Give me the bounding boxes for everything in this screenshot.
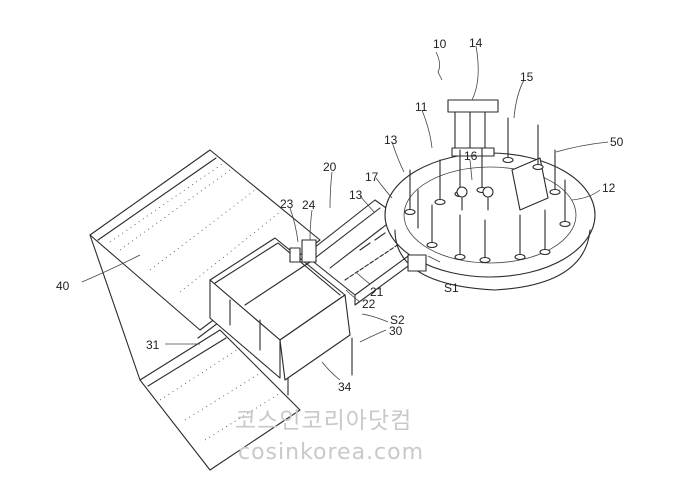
label-11: 11 <box>415 100 428 114</box>
label-17: 17 <box>365 170 379 184</box>
press-14 <box>447 99 499 157</box>
label-30: 30 <box>389 324 403 338</box>
label-12: 12 <box>602 181 616 195</box>
reference-labels: 10 14 15 11 13 50 16 12 20 17 24 23 13 4… <box>56 36 624 394</box>
label-S1: S1 <box>444 281 459 295</box>
label-21: 21 <box>370 285 384 299</box>
holder-rods <box>404 117 571 272</box>
watermark: 코스인코리아닷컴 cosinkorea.com <box>235 408 424 465</box>
label-20: 20 <box>323 160 337 174</box>
label-24: 24 <box>302 198 316 212</box>
label-15: 15 <box>520 70 534 84</box>
label-16: 16 <box>464 149 478 163</box>
label-13-mid: 13 <box>349 188 363 202</box>
label-10: 10 <box>433 37 447 51</box>
label-50: 50 <box>610 135 624 149</box>
label-22: 22 <box>362 297 376 311</box>
label-14: 14 <box>469 36 483 50</box>
label-31: 31 <box>146 338 160 352</box>
label-13-top: 13 <box>384 133 398 147</box>
unit-50 <box>511 157 549 211</box>
label-40: 40 <box>56 279 70 293</box>
watermark-site: cosinkorea.com <box>238 440 424 465</box>
label-23: 23 <box>280 197 294 211</box>
label-34: 34 <box>338 380 352 394</box>
leader-lines <box>81 45 609 381</box>
watermark-korean: 코스인코리아닷컴 <box>235 408 412 434</box>
label-S2: S2 <box>390 313 405 327</box>
conveyor-40 <box>89 149 321 471</box>
bin-30 <box>209 237 353 396</box>
